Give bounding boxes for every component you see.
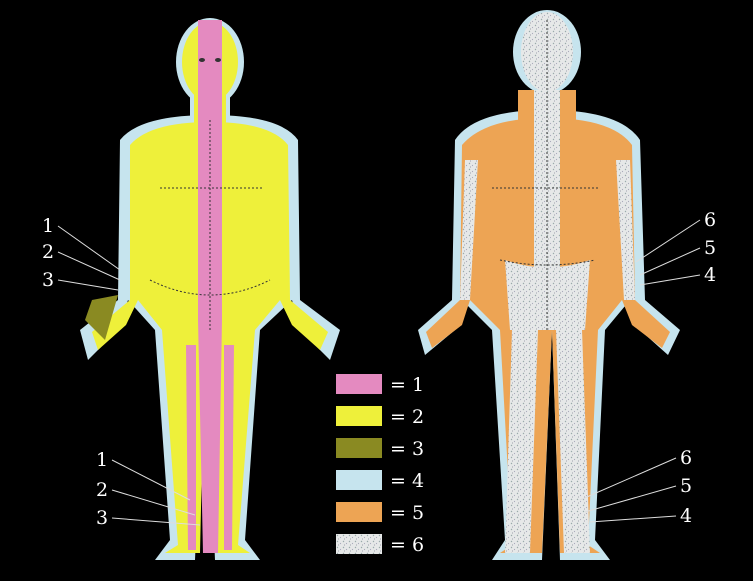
back-hand-callout-6: 6: [704, 209, 716, 231]
legend-dash-5: =: [390, 502, 406, 524]
legend-dash-4: =: [390, 470, 406, 492]
front-ankle-callout-2: 2: [96, 479, 108, 501]
legend-dash-2: =: [390, 406, 406, 428]
front-hand-callout-2: 2: [42, 241, 54, 263]
legend-label-1: 1: [412, 374, 424, 396]
legend-swatch-5: [336, 502, 382, 522]
front-eye-right: [215, 58, 221, 62]
back-ankle-callout-5: 5: [680, 475, 692, 497]
back-hand-callout-5: 5: [704, 237, 716, 259]
front-hand-callout-3: 3: [42, 269, 54, 291]
legend: = = = = = = 1 2 3 4 5 6: [336, 374, 424, 556]
front-ankle-callout-1: 1: [96, 449, 108, 471]
legend-label-3: 3: [412, 438, 424, 460]
legend-dash-6: =: [390, 534, 406, 556]
legend-label-4: 4: [412, 470, 424, 492]
front-figure: [80, 18, 340, 560]
legend-swatch-2: [336, 406, 382, 426]
front-center-pink: [198, 20, 222, 553]
legend-label-2: 2: [412, 406, 424, 428]
legend-dash-3: =: [390, 438, 406, 460]
legend-swatch-1: [336, 374, 382, 394]
back-ankle-callout-6: 6: [680, 447, 692, 469]
back-ankle-callout-4: 4: [680, 505, 692, 527]
legend-swatch-6: [336, 534, 382, 554]
front-eye-left: [199, 58, 205, 62]
front-hand-callouts: [58, 226, 120, 290]
legend-dash-1: =: [390, 374, 406, 396]
legend-swatch-4: [336, 470, 382, 490]
legend-label-6: 6: [412, 534, 424, 556]
front-hand-callout-1: 1: [42, 215, 54, 237]
back-hand-callout-4: 4: [704, 264, 716, 286]
back-hand-callouts: [636, 220, 700, 285]
front-ankle-callout-3: 3: [96, 507, 108, 529]
legend-swatch-3: [336, 438, 382, 458]
legend-label-5: 5: [412, 502, 424, 524]
